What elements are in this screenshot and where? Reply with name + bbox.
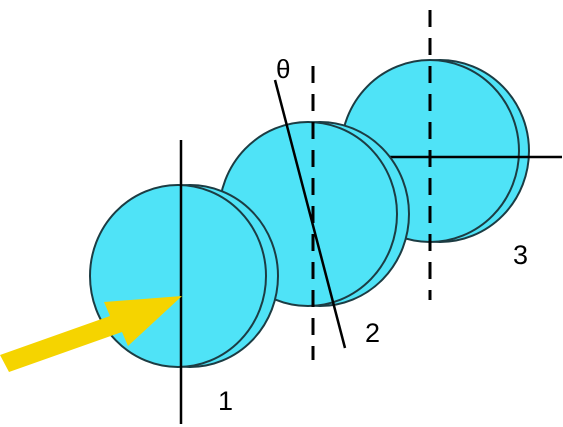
plate-1-label: 1 bbox=[218, 386, 233, 416]
incoming-light-arrow bbox=[0, 296, 182, 372]
plate-2-label: 2 bbox=[365, 318, 380, 348]
plate-2-rotated-axis bbox=[273, 79, 347, 349]
plate-1-front-face bbox=[89, 184, 267, 368]
plate-3-label: 3 bbox=[513, 240, 528, 270]
angle-label-theta: θ bbox=[276, 54, 290, 84]
plate-1 bbox=[89, 184, 279, 368]
